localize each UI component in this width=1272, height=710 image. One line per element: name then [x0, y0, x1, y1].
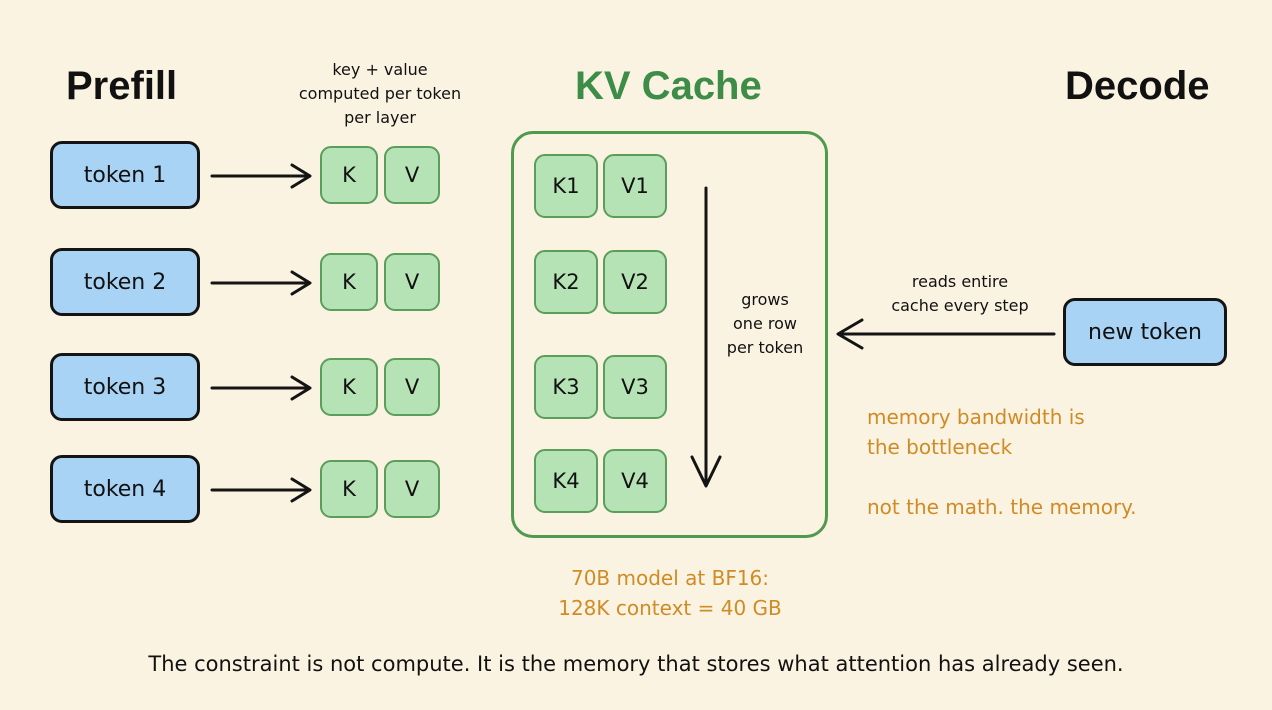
- key-box: K: [320, 460, 378, 518]
- cache-value-box: V1: [603, 154, 667, 218]
- grows-note: grows one row per token: [715, 288, 815, 360]
- kv-cache-title: KV Cache: [575, 64, 762, 108]
- arrow-left-icon: [836, 318, 1056, 350]
- grows-note-line: one row: [733, 314, 797, 333]
- bandwidth-note-line: the bottleneck: [867, 435, 1013, 459]
- decode-note: reads entire cache every step: [860, 270, 1060, 318]
- footer-caption: The constraint is not compute. It is the…: [148, 652, 1124, 676]
- arrow-down-icon: [690, 186, 722, 488]
- grows-note-line: grows: [741, 290, 789, 309]
- cache-key-box: K4: [534, 449, 598, 513]
- math-note: not the math. the memory.: [867, 495, 1137, 519]
- arrow-right-icon: [210, 477, 312, 503]
- key-box: K: [320, 358, 378, 416]
- decode-note-line: cache every step: [891, 296, 1029, 315]
- token-box: token 4: [50, 455, 200, 523]
- value-box: V: [384, 460, 440, 518]
- model-note-line: 128K context = 40 GB: [558, 596, 782, 620]
- token-box: token 2: [50, 248, 200, 316]
- value-box: V: [384, 146, 440, 204]
- key-box: K: [320, 146, 378, 204]
- model-note-line: 70B model at BF16:: [570, 566, 770, 590]
- cache-key-box: K1: [534, 154, 598, 218]
- key-box: K: [320, 253, 378, 311]
- kv-note: key + value computed per token per layer: [270, 58, 490, 130]
- prefill-title: Prefill: [66, 64, 178, 108]
- token-box: token 3: [50, 353, 200, 421]
- kv-cache-container: [511, 131, 828, 538]
- token-box: token 1: [50, 141, 200, 209]
- new-token-box: new token: [1063, 298, 1227, 366]
- arrow-right-icon: [210, 163, 312, 189]
- cache-key-box: K3: [534, 355, 598, 419]
- cache-key-box: K2: [534, 250, 598, 314]
- value-box: V: [384, 358, 440, 416]
- arrow-right-icon: [210, 375, 312, 401]
- kv-note-line: key + value: [332, 60, 428, 79]
- kv-note-line: per layer: [344, 108, 416, 127]
- value-box: V: [384, 253, 440, 311]
- decode-note-line: reads entire: [911, 272, 1009, 291]
- decode-title: Decode: [1065, 64, 1210, 108]
- kv-note-line: computed per token: [298, 84, 462, 103]
- bandwidth-note: memory bandwidth is the bottleneck: [867, 402, 1085, 462]
- arrow-right-icon: [210, 270, 312, 296]
- cache-value-box: V3: [603, 355, 667, 419]
- model-note: 70B model at BF16: 128K context = 40 GB: [520, 563, 820, 623]
- grows-note-line: per token: [726, 338, 804, 357]
- cache-value-box: V2: [603, 250, 667, 314]
- bandwidth-note-line: memory bandwidth is: [867, 405, 1085, 429]
- cache-value-box: V4: [603, 449, 667, 513]
